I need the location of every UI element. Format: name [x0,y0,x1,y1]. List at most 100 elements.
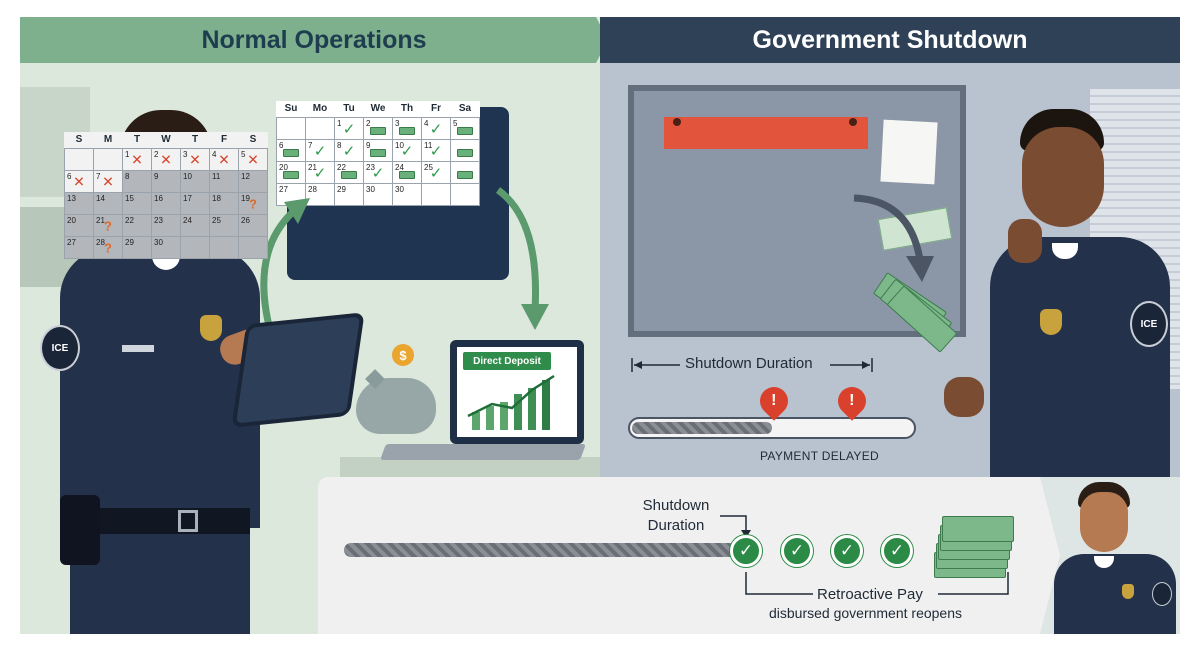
officer-torso [60,248,260,528]
day-number: 28 [308,184,317,194]
calendar-day-cell: 11 [209,169,239,193]
check-icon: ✓ [342,121,356,139]
day-number: 20 [279,162,288,172]
small-officer-badge [1122,584,1134,599]
day-number: 12 [241,171,250,181]
day-number: 19 [241,193,250,203]
weekday-header: S [75,134,83,146]
calendar-day-cell: 10✓ [392,138,422,162]
day-number: 18 [212,193,221,203]
day-number: 6 [67,171,72,181]
curved-arrow-icon [853,194,934,282]
ice-patch-text: ICE [1140,318,1158,330]
calendar-week-row: 1✕2✕3✕4✕5✕ [64,147,268,171]
calendar-day-cell: 6 [276,138,306,162]
calendar-day-cell [209,235,239,259]
check-icon: ✓ [342,143,356,161]
calendar-day-cell [64,147,94,171]
question-icon: ? [104,218,112,234]
officer-hand-chin [1008,219,1042,263]
retroactive-pay-title: Retroactive Pay [813,586,927,603]
piggy-bank [356,378,436,434]
check-icon: ✓ [400,143,414,161]
day-number: 15 [125,193,134,203]
paid-check-icon: ✓ [781,535,813,567]
day-number: 5 [453,118,458,128]
officer-hand-cash [944,377,984,417]
day-number: 26 [241,215,250,225]
day-number: 23 [366,162,375,172]
day-number: 7 [308,140,313,150]
cross-icon: ✕ [102,173,114,190]
cross-icon: ✕ [160,151,172,168]
pointer-arrow-icon [720,515,751,538]
calendar-day-cell: 25 [209,213,239,237]
coin-icon: $ [392,344,414,366]
payment-delay-progress [628,417,916,439]
cash-in-hand [872,272,974,370]
calendar-day-cell: 17 [180,191,210,215]
coin-symbol: $ [399,347,407,363]
left-officer-badge [200,315,222,341]
day-number: 16 [154,193,163,203]
calendar-day-cell: 30 [151,235,181,259]
weekday-header: F [220,134,228,146]
day-number: 7 [96,171,101,181]
shutdown-duration-line-1: Shutdown [642,497,710,514]
day-number: 24 [183,215,192,225]
retroactive-bracket [745,572,1009,595]
calendar-day-cell [93,147,123,171]
day-number: 13 [67,193,76,203]
day-number: 25 [424,162,433,172]
weekday-header: Sa [458,103,472,115]
alert-pin-icon: ! [754,381,794,421]
day-number: 20 [67,215,76,225]
calendar-pin [849,118,857,126]
paid-check-icon: ✓ [831,535,863,567]
paycheck-icon [457,127,473,136]
cash-stack [934,516,1014,580]
calendar-day-cell: 29 [122,235,152,259]
question-icon: ? [249,196,257,212]
paid-check-icon: ✓ [881,535,913,567]
day-number: 27 [67,237,76,247]
retroactive-pay-subtitle: disbursed government reopens [769,605,963,621]
day-number: 30 [395,184,404,194]
right-officer-badge [1040,309,1062,335]
payment-delay-progress-fill [632,422,772,434]
calendar-day-cell: 23 [151,213,181,237]
weekday-header: Tu [343,103,355,115]
day-number: 10 [183,171,192,181]
day-number: 5 [241,149,246,159]
weekday-header: Fr [431,103,441,115]
day-number: 21 [308,162,317,172]
officer-legs [70,528,250,634]
calendar-day-cell: 23✓ [363,160,393,184]
alert-pin-icon: ! [832,381,872,421]
officer-worried: ICE [944,109,1180,477]
day-number: 6 [279,140,284,150]
day-number: 24 [395,162,404,172]
chevron-right-icon [1020,477,1060,634]
paid-check-icon: ✓ [730,535,762,567]
government-shutdown-banner: Government Shutdown [600,17,1180,63]
calendar-day-cell: 3✕ [180,147,210,171]
calendar-day-cell: 11✓ [421,138,451,162]
calendar-day-cell: 4✕ [209,147,239,171]
calendar-day-cell: 12 [238,169,268,193]
calendar-day-cell: 3 [392,116,422,140]
belt-buckle [178,510,198,532]
day-number: 3 [183,149,188,159]
duration-span-arrow [631,358,873,372]
day-number: 8 [125,171,130,181]
shutdown-duration-label: Shutdown Duration [685,355,813,372]
paycheck-icon [399,171,415,180]
cross-icon: ✕ [218,151,230,168]
calendar-day-cell: 6✕ [64,169,94,193]
